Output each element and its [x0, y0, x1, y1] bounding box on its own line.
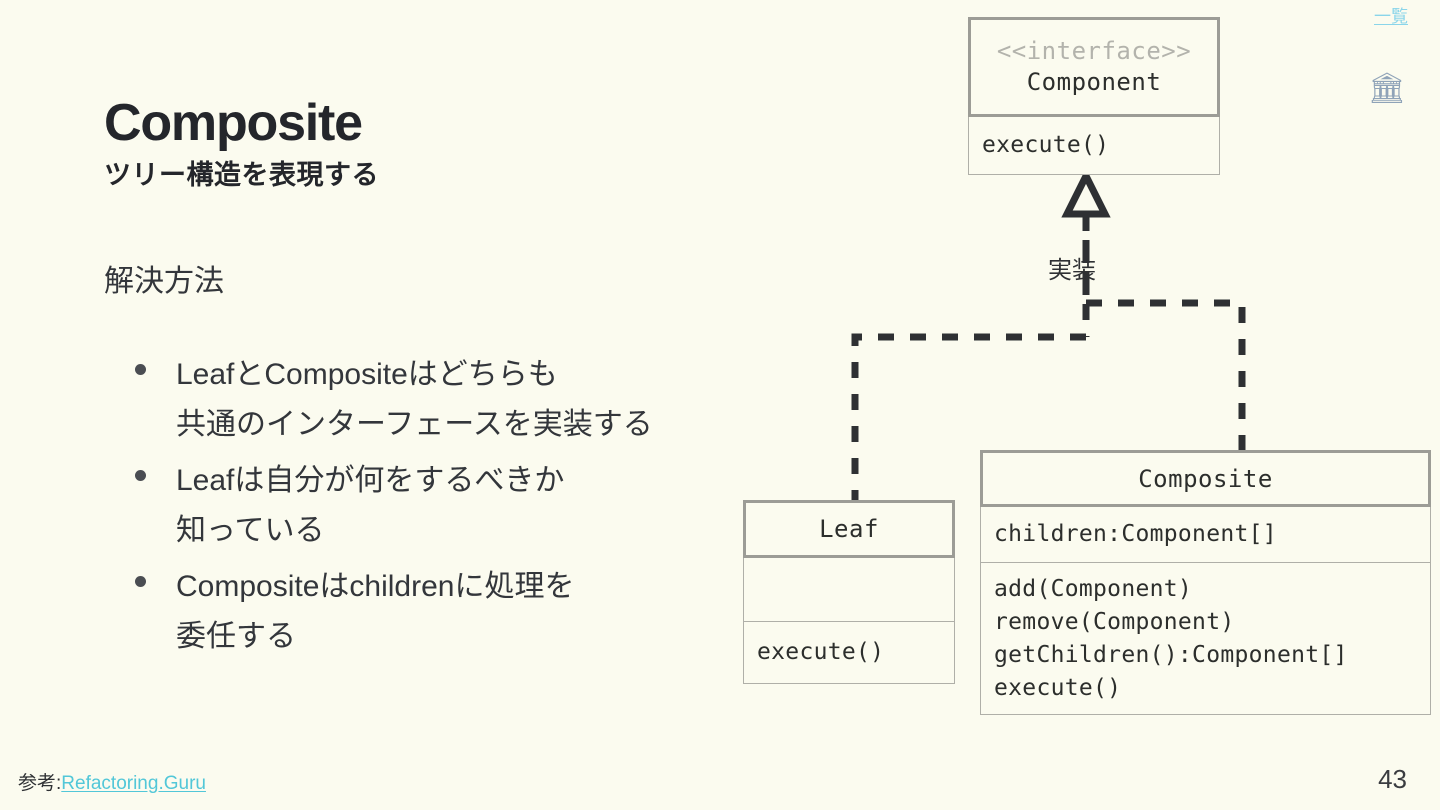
leaf-method: execute() — [757, 639, 885, 665]
branch-to-leaf — [851, 333, 1086, 500]
section-heading: 解決方法 — [104, 265, 224, 298]
list-item: Compositeはchildrenに処理を委任する — [104, 562, 764, 662]
page-subtitle: ツリー構造を表現する — [104, 160, 379, 190]
footer-reference: 参考:Refactoring.Guru — [18, 772, 206, 796]
composite-name: Composite — [1138, 464, 1273, 493]
list-item-label: LeafとCompositeはどちらも共通のインターフェースを実装する — [176, 358, 653, 441]
component-stereotype: <<interface>> — [996, 37, 1192, 65]
reference-prefix: 参考: — [18, 773, 62, 794]
branch-to-composite — [1086, 299, 1246, 450]
bullet-list: LeafとCompositeはどちらも共通のインターフェースを実装する Leaf… — [104, 350, 764, 668]
uml-class-diagram: 実装 <<interface>> Component execute() Lea… — [700, 0, 1440, 810]
uml-class-component[interactable]: <<interface>> Component execute() — [968, 17, 1220, 175]
bullet-dot-icon — [104, 562, 176, 587]
page-number: 43 — [1378, 764, 1407, 794]
composite-attributes: children:Component[] — [980, 507, 1431, 563]
edge-label-implements: 実装 — [1048, 257, 1096, 284]
page-title: Composite — [104, 94, 363, 152]
list-item-label: Leafは自分が何をするべきか知っている — [176, 464, 565, 547]
composite-attribute: children:Component[] — [994, 521, 1277, 547]
uml-connectors — [851, 168, 1246, 500]
component-method: execute() — [982, 132, 1110, 158]
composite-method: remove(Component) — [994, 608, 1235, 635]
composite-method: add(Component) — [994, 575, 1193, 602]
leaf-header: Leaf — [743, 500, 955, 558]
bullet-dot-icon — [104, 350, 176, 375]
realization-arrowhead — [1061, 168, 1111, 218]
bullet-dot-icon — [104, 456, 176, 481]
classical-building-icon: 🏛 — [1367, 72, 1406, 105]
toc-link[interactable]: 一覧 — [1374, 7, 1408, 26]
uml-class-leaf[interactable]: Leaf execute() — [743, 500, 955, 684]
list-item: Leafは自分が何をするべきか知っている — [104, 456, 764, 556]
leaf-attributes — [743, 558, 955, 622]
composite-header: Composite — [980, 450, 1431, 507]
composite-methods: add(Component) remove(Component) getChil… — [980, 563, 1431, 715]
list-item-label: Compositeはchildrenに処理を委任する — [176, 570, 575, 653]
component-name: Component — [1026, 68, 1162, 96]
composite-method: execute() — [994, 674, 1122, 701]
uml-class-composite[interactable]: Composite children:Component[] add(Compo… — [980, 450, 1431, 715]
component-header: <<interface>> Component — [968, 17, 1220, 117]
composite-method: getChildren():Component[] — [994, 641, 1348, 668]
reference-link[interactable]: Refactoring.Guru — [61, 773, 206, 794]
component-methods: execute() — [968, 117, 1220, 175]
leaf-name: Leaf — [819, 515, 879, 543]
leaf-methods: execute() — [743, 622, 955, 684]
list-item: LeafとCompositeはどちらも共通のインターフェースを実装する — [104, 350, 764, 450]
